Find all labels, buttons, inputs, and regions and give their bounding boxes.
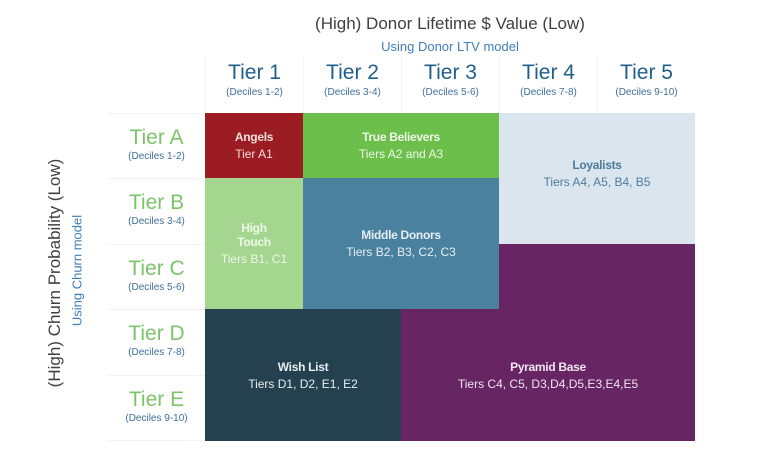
y-axis-subtitle: Using Churn model [69, 214, 85, 327]
segment-name: Loyalists [572, 158, 622, 172]
column-header-tier-5: Tier 5 (Deciles 9-10) [597, 56, 695, 112]
x-axis-subtitle: Using Donor LTV model [381, 39, 519, 54]
segment-loyalists: Loyalists Tiers A4, A5, B4, B5 [499, 113, 695, 244]
column-header-tier-2: Tier 2 (Deciles 3-4) [303, 56, 401, 112]
row-label: Tier A [129, 126, 184, 149]
segment-pyramid-base: Pyramid Base Tiers C4, C5, D3,D4,D5,E3,E… [401, 309, 695, 441]
segment-name: Pyramid Base [510, 359, 586, 374]
y-axis-title: (High) Churn Probability (Low) [45, 158, 64, 388]
segment-range: Tier A1 [235, 147, 273, 161]
row-header-tier-c: Tier C (Deciles 5-6) [108, 244, 205, 309]
column-header-tier-4: Tier 4 (Deciles 7-8) [499, 56, 597, 112]
segment-range: Tiers A2 and A3 [358, 147, 444, 161]
y-axis: (High) Churn Probability (Low) Using Chu… [40, 113, 85, 441]
segment-range: Tiers B2, B3, C2, C3 [346, 245, 456, 259]
column-deciles: (Deciles 3-4) [324, 87, 381, 98]
row-header-tier-b: Tier B (Deciles 3-4) [108, 178, 205, 243]
segment-name: High Touch [237, 221, 271, 249]
row-label: Tier E [128, 388, 185, 411]
row-label: Tier D [128, 322, 185, 345]
column-header-tier-3: Tier 3 (Deciles 5-6) [401, 56, 499, 112]
column-deciles: (Deciles 7-8) [520, 87, 577, 98]
column-label: Tier 4 [522, 61, 575, 84]
column-label: Tier 2 [326, 61, 379, 84]
segment-high-touch: High Touch Tiers B1, C1 [205, 178, 303, 309]
row-header-tier-a: Tier A (Deciles 1-2) [108, 113, 205, 178]
pyramid-base-upper-block [499, 244, 695, 309]
row-label: Tier B [128, 191, 185, 214]
row-deciles: (Deciles 9-10) [125, 413, 188, 424]
row-header-tier-d: Tier D (Deciles 7-8) [108, 309, 205, 374]
row-deciles: (Deciles 5-6) [128, 282, 185, 293]
row-deciles: (Deciles 3-4) [128, 216, 185, 227]
column-label: Tier 3 [424, 61, 477, 84]
row-header-tier-e: Tier E (Deciles 9-10) [108, 375, 205, 441]
segment-name: True Believers [362, 130, 440, 144]
column-label: Tier 5 [620, 61, 673, 84]
segment-name: Angels [234, 130, 274, 144]
segment-true-believers: True Believers Tiers A2 and A3 [303, 113, 499, 178]
row-deciles: (Deciles 1-2) [128, 151, 185, 162]
column-deciles: (Deciles 1-2) [226, 87, 283, 98]
segment-angels: Angels Tier A1 [205, 113, 303, 178]
x-axis-title: (High) Donor Lifetime $ Value (Low) [315, 14, 585, 33]
column-deciles: (Deciles 9-10) [615, 87, 678, 98]
segment-range: Tiers A4, A5, B4, B5 [543, 175, 651, 189]
row-label: Tier C [128, 257, 185, 280]
segment-name: Middle Donors [361, 228, 441, 242]
column-deciles: (Deciles 5-6) [422, 87, 479, 98]
segment-middle-donors: Middle Donors Tiers B2, B3, C2, C3 [303, 178, 499, 309]
segment-wish-list: Wish List Tiers D1, D2, E1, E2 [205, 309, 401, 441]
column-label: Tier 1 [228, 61, 281, 84]
segment-range: Tiers C4, C5, D3,D4,D5,E3,E4,E5 [457, 376, 639, 391]
segment-name: Wish List [277, 359, 329, 374]
segment-range: Tiers D1, D2, E1, E2 [248, 376, 358, 391]
row-deciles: (Deciles 7-8) [128, 347, 185, 358]
segment-range: Tiers B1, C1 [220, 252, 288, 266]
column-header-tier-1: Tier 1 (Deciles 1-2) [205, 56, 303, 112]
